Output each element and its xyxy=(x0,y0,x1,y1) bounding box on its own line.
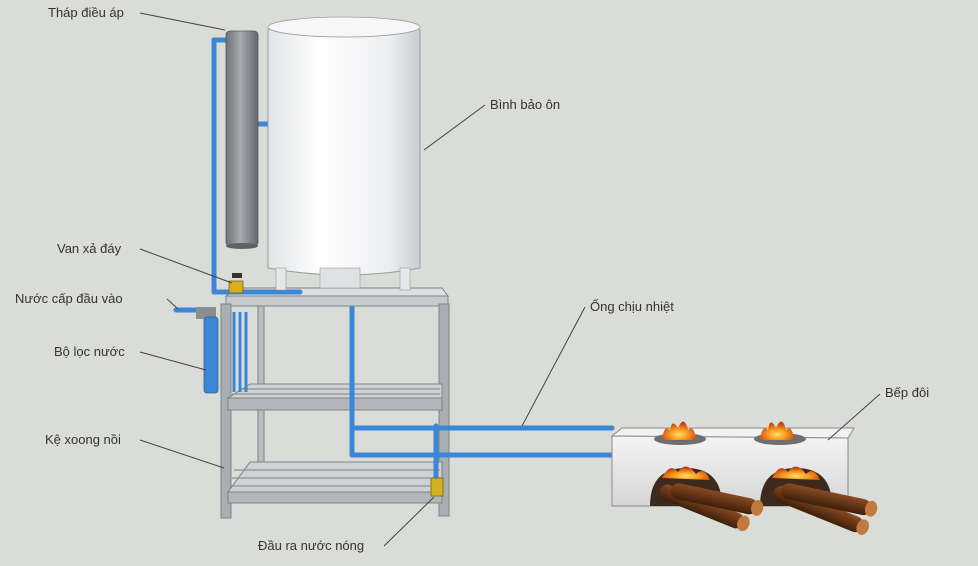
leader-water-inlet xyxy=(166,298,179,310)
rack-middle-shelf xyxy=(227,397,443,411)
leader-drain-valve xyxy=(139,248,233,284)
label-water-filter: Bộ lọc nước xyxy=(54,344,125,359)
leader-pot-rack xyxy=(139,439,225,469)
rack-leg xyxy=(220,303,232,519)
filter-pipes xyxy=(232,312,248,392)
leader-heat-pipe xyxy=(521,306,586,427)
label-double-stove: Bếp đôi xyxy=(885,385,930,400)
label-pot-rack: Kệ xoong nồi xyxy=(45,432,121,447)
label-insulated-tank: Bình bảo ôn xyxy=(490,97,561,112)
leader-double-stove xyxy=(827,393,881,441)
label-heat-pipe: Ống chịu nhiệt xyxy=(590,299,674,314)
label-pressure-tower: Tháp điều áp xyxy=(48,5,124,20)
leader-hot-water-outlet xyxy=(383,496,435,547)
firewood xyxy=(659,483,878,535)
rack-bottom-shelf xyxy=(227,491,443,504)
leader-water-filter xyxy=(139,351,207,371)
blue-pipes xyxy=(173,37,615,493)
leader-insulated-tank xyxy=(423,104,486,151)
drain-valve xyxy=(228,273,244,294)
pressure-tower xyxy=(225,30,259,249)
hot-water-outlet-valve xyxy=(430,477,444,497)
label-hot-water-outlet: Đầu ra nước nóng xyxy=(258,538,365,553)
label-water-inlet: Nước cấp đầu vào xyxy=(15,291,123,306)
rack-top-shelf xyxy=(225,295,449,307)
leader-lines xyxy=(139,12,881,547)
leader-pressure-tower xyxy=(139,12,226,31)
stove-flames xyxy=(662,421,820,480)
insulated-tank xyxy=(267,16,421,291)
pot-rack xyxy=(220,287,450,519)
water-filter xyxy=(196,307,219,394)
label-drain-valve: Van xả đáy xyxy=(57,241,122,256)
